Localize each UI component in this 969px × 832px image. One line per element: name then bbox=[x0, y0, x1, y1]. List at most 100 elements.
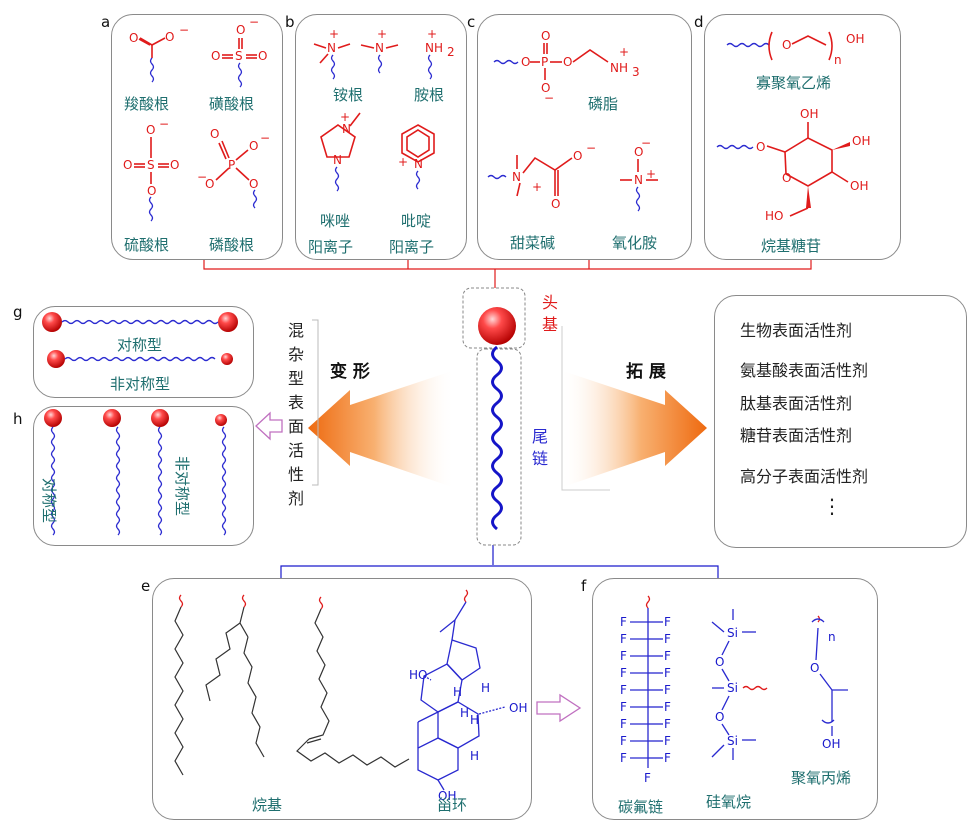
svg-text:OH: OH bbox=[438, 789, 456, 803]
label-ammonium: 铵根 bbox=[333, 86, 364, 104]
gemini-symmetric bbox=[42, 312, 238, 332]
tail-chain-label: 尾链 bbox=[532, 427, 549, 468]
amine-oxide-structure: O− N+ bbox=[620, 136, 658, 212]
svg-text:3: 3 bbox=[632, 65, 640, 79]
label-alkyl-glycoside: 烷基糖苷 bbox=[761, 237, 822, 255]
svg-text:N: N bbox=[375, 41, 384, 55]
left-big-arrow bbox=[308, 370, 455, 488]
svg-text:H: H bbox=[470, 713, 479, 727]
fluorine-atom: F bbox=[644, 771, 651, 785]
panel-letter-e: e bbox=[141, 577, 151, 595]
panel-b bbox=[295, 14, 467, 260]
label-gemini-symmetric: 对称型 bbox=[117, 336, 163, 354]
svg-text:−: − bbox=[179, 23, 189, 37]
svg-text:n: n bbox=[834, 53, 842, 67]
imidazolium-structure: N+ N bbox=[320, 110, 361, 192]
label-phospholipid: 磷脂 bbox=[588, 95, 619, 113]
mixed-surfactant-label: 混杂型表面活性剂 bbox=[288, 321, 305, 508]
svg-text:−: − bbox=[249, 15, 259, 29]
svg-text:P: P bbox=[228, 158, 235, 172]
polyoxypropylene-chain: n O OH bbox=[810, 615, 848, 751]
right-big-arrow bbox=[560, 370, 707, 488]
svg-text:N: N bbox=[327, 41, 336, 55]
label-pyridinium-cation: 阳离子 bbox=[389, 238, 435, 256]
bola-asymmetric bbox=[151, 409, 227, 536]
siloxane-chain: Si O Si O Si bbox=[711, 609, 768, 760]
fluorine-atom: F bbox=[664, 751, 671, 765]
svg-text:−: − bbox=[260, 131, 270, 145]
fluorine-atom: F bbox=[620, 734, 627, 748]
panel-f bbox=[592, 578, 878, 820]
svg-text:+: + bbox=[427, 27, 437, 41]
svg-text:O: O bbox=[165, 30, 174, 44]
label-fluorocarbon: 碳氟链 bbox=[618, 798, 664, 816]
svg-text:HO: HO bbox=[765, 209, 783, 223]
svg-text:+: + bbox=[619, 45, 629, 59]
betaine-structure: N+ O O− bbox=[487, 141, 596, 211]
sulfate-structure: O− S O O O bbox=[123, 117, 179, 222]
alkyl-chain-linear bbox=[174, 594, 184, 776]
svg-text:2: 2 bbox=[447, 45, 455, 59]
svg-text:N: N bbox=[634, 173, 643, 187]
svg-text:O: O bbox=[205, 177, 214, 191]
pyridinium-structure: N+ bbox=[398, 124, 435, 190]
panel-letter-a: a bbox=[101, 13, 111, 31]
svg-text:N: N bbox=[512, 170, 521, 184]
fluorine-atom: F bbox=[664, 717, 671, 731]
panel-letter-g: g bbox=[13, 303, 23, 321]
svg-text:+: + bbox=[532, 180, 542, 194]
extension-bio: 生物表面活性剂 bbox=[740, 321, 853, 340]
svg-text:−: − bbox=[641, 136, 651, 150]
svg-text:O: O bbox=[146, 123, 155, 137]
svg-text:N: N bbox=[342, 122, 351, 136]
label-carboxylate: 羧酸根 bbox=[124, 95, 170, 113]
svg-text:n: n bbox=[828, 630, 836, 644]
label-steroid: 甾环 bbox=[437, 796, 468, 814]
svg-text:NH: NH bbox=[425, 41, 443, 55]
alkyl-chain-unsaturated bbox=[296, 596, 410, 768]
panel-e bbox=[152, 578, 532, 820]
svg-text:+: + bbox=[646, 167, 656, 181]
extension-glycoside: 糖苷表面活性剂 bbox=[740, 426, 853, 445]
svg-text:N: N bbox=[414, 157, 423, 171]
fluorine-atom: F bbox=[620, 666, 627, 680]
svg-text:OH: OH bbox=[822, 737, 840, 751]
fluorine-atom: F bbox=[664, 700, 671, 714]
svg-text:−: − bbox=[544, 91, 554, 105]
label-imidazolium-cation: 阳离子 bbox=[308, 238, 354, 256]
svg-text:O: O bbox=[129, 31, 138, 45]
fluorine-atom: F bbox=[620, 683, 627, 697]
phosphate-structure: P O O− O− O bbox=[197, 127, 270, 209]
fluorine-atom: F bbox=[620, 751, 627, 765]
svg-text:O: O bbox=[782, 171, 791, 185]
svg-text:O: O bbox=[123, 158, 132, 172]
top-bracket bbox=[203, 260, 812, 288]
svg-text:OH: OH bbox=[509, 701, 527, 715]
label-imidazolium: 咪唑 bbox=[320, 212, 351, 230]
svg-text:O: O bbox=[521, 55, 530, 69]
fluorine-atom: F bbox=[664, 666, 671, 680]
svg-text:O: O bbox=[810, 661, 819, 675]
svg-text:Si: Si bbox=[727, 734, 738, 748]
svg-text:−: − bbox=[586, 141, 596, 155]
svg-text:O: O bbox=[210, 127, 219, 141]
gemini-asymmetric bbox=[47, 350, 233, 368]
central-surfactant bbox=[462, 287, 526, 546]
panel-extensions bbox=[714, 295, 967, 548]
panel-d bbox=[704, 14, 901, 260]
svg-text:Si: Si bbox=[727, 626, 738, 640]
svg-text:O: O bbox=[541, 29, 550, 43]
label-bola-asymmetric: 非对称型 bbox=[173, 456, 191, 517]
panel-letter-f: f bbox=[581, 577, 587, 595]
svg-text:+: + bbox=[398, 155, 408, 169]
steroid-ring-structure: HO OH OH H H H H H bbox=[409, 589, 527, 803]
svg-text:H: H bbox=[470, 749, 479, 763]
sulfonate-structure: S O O O − bbox=[211, 15, 267, 88]
label-oligo-oxyethylene: 寡聚氧乙烯 bbox=[756, 74, 832, 92]
head-group-label: 头基 bbox=[542, 293, 559, 334]
